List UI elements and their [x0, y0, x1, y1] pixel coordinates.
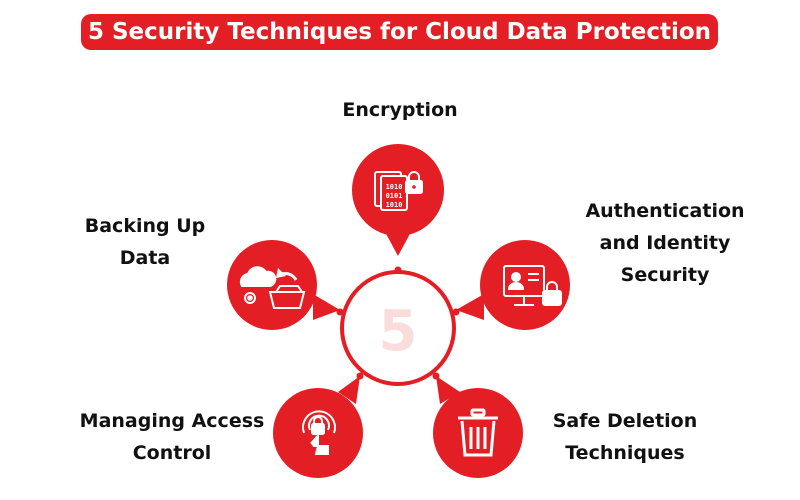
svg-text:1010: 1010 — [386, 183, 403, 191]
label-authentication: Authentication and Identity Security — [585, 200, 745, 286]
label-backup: Backing Up Data — [84, 215, 206, 269]
svg-text:0101: 0101 — [386, 192, 403, 200]
monitor-lock-icon — [503, 265, 562, 306]
connector-dot — [394, 266, 402, 274]
label-safe-deletion: Safe Deletion Techniques — [552, 410, 698, 464]
center-number: 5 — [379, 299, 418, 364]
touch-fingerprint-icon — [302, 410, 336, 455]
node-safe-deletion — [433, 376, 523, 478]
page-title: 5 Security Techniques for Cloud Data Pro… — [81, 14, 718, 50]
svg-text:1010: 1010 — [386, 201, 403, 209]
node-encryption: 1010 0101 1010 — [352, 144, 444, 256]
cloud-backup-icon — [239, 266, 306, 309]
encrypted-document-icon: 1010 0101 1010 — [374, 171, 423, 211]
label-access-control: Managing Access Control — [79, 410, 265, 464]
node-access-control — [273, 376, 363, 478]
node-backup — [227, 240, 340, 330]
trash-can-icon — [458, 408, 498, 457]
label-encryption: Encryption — [342, 99, 458, 121]
node-authentication — [456, 240, 570, 330]
